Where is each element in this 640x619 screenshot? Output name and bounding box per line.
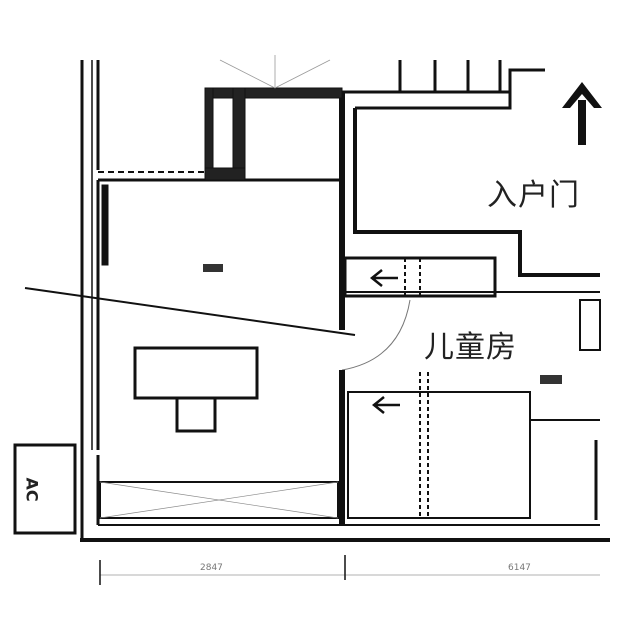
entrance-label: 入户门 [487, 178, 580, 213]
dimension-left: 2847 [200, 563, 223, 573]
ac-label: AC [22, 477, 42, 502]
arrow-left-icon [369, 269, 400, 414]
arrow-up-icon [562, 82, 602, 145]
dimension-right: 6147 [508, 563, 531, 573]
kids-room-label: 儿童房 [424, 330, 517, 365]
